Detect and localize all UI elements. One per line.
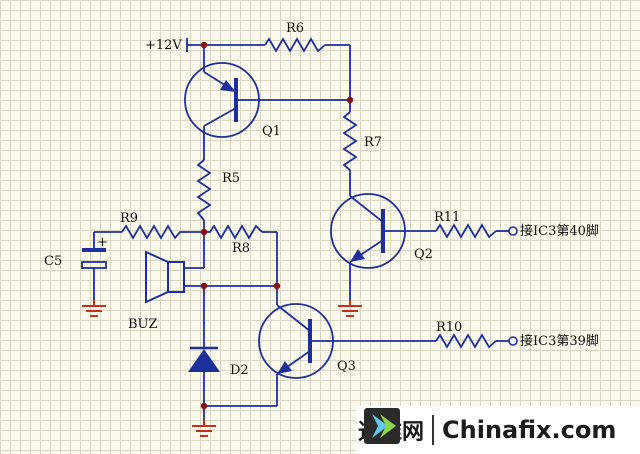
label-r9: R9 <box>120 211 138 226</box>
label-r7: R7 <box>364 135 382 150</box>
label-d2: D2 <box>230 363 249 378</box>
label-r5: R5 <box>222 171 240 186</box>
resistor-r11 <box>435 223 497 239</box>
resistor-r8 <box>204 224 263 240</box>
chinafix-logo-icon <box>364 408 400 444</box>
resistor-r9 <box>121 224 204 240</box>
terminal-pin39 <box>508 336 518 346</box>
label-q2: Q2 <box>414 247 433 262</box>
ground-c5 <box>82 300 106 317</box>
transistor-q2 <box>330 193 406 269</box>
transistor-q3 <box>258 303 334 379</box>
watermark: 迅维网 Chinafix.com <box>356 406 640 454</box>
wires <box>93 38 509 420</box>
transistor-q1 <box>184 62 260 138</box>
watermark-divider <box>432 415 435 445</box>
diode-d2 <box>188 346 220 372</box>
resistor-r7 <box>342 111 358 171</box>
label-r8: R8 <box>232 241 250 256</box>
label-r11: R11 <box>434 210 460 225</box>
resistor-r5 <box>196 159 212 221</box>
label-c5-plus: + <box>97 235 108 250</box>
ground-q2 <box>338 300 362 317</box>
ground-d2 <box>192 420 216 437</box>
label-buz: BUZ <box>128 317 158 332</box>
label-supply: +12V <box>145 38 182 53</box>
terminal-pin40 <box>508 226 518 236</box>
label-pin39: 接IC3第39脚 <box>520 333 599 349</box>
watermark-name-en: Chinafix.com <box>442 416 617 444</box>
capacitor-c5 <box>81 248 107 269</box>
label-q1: Q1 <box>262 124 281 139</box>
label-r10: R10 <box>436 320 462 335</box>
junction-dots <box>200 41 354 410</box>
buzzer-buz <box>145 250 185 304</box>
label-q3: Q3 <box>337 359 356 374</box>
resistor-r6 <box>264 37 326 53</box>
label-pin40: 接IC3第40脚 <box>520 223 599 239</box>
resistor-r10 <box>435 333 497 349</box>
label-r6: R6 <box>286 21 304 36</box>
label-c5: C5 <box>44 254 62 269</box>
